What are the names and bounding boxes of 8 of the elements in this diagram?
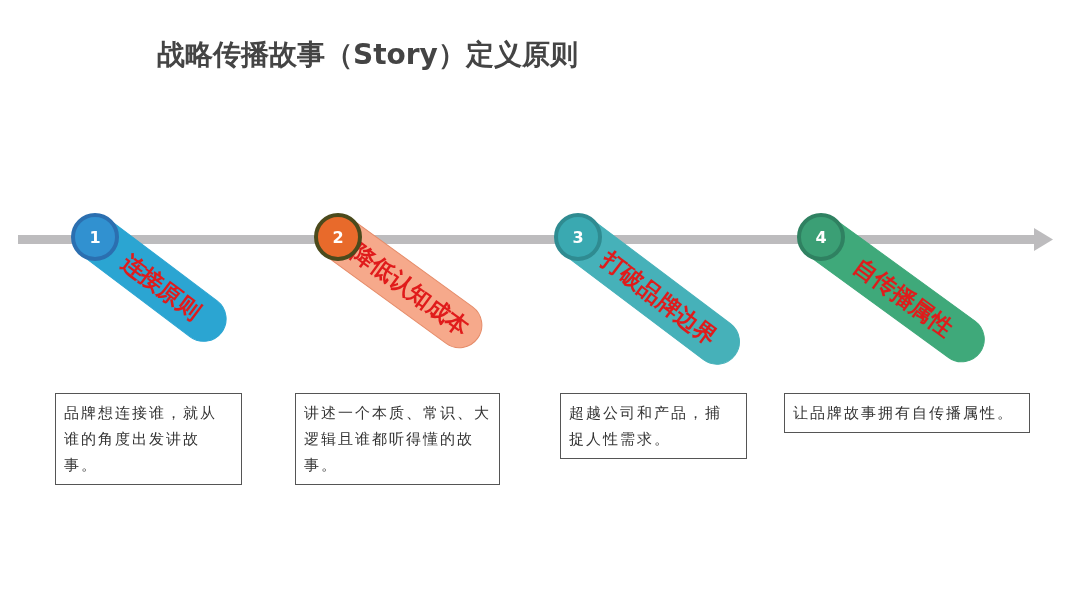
description-box: 超越公司和产品，捕捉人性需求。 <box>560 393 747 459</box>
description-box: 讲述一个本质、常识、大逻辑且谁都听得懂的故事。 <box>295 393 500 485</box>
number-badge: 1 <box>71 213 119 261</box>
title: 战略传播故事（Story）定义原则 <box>157 37 578 73</box>
number-badge: 4 <box>797 213 845 261</box>
description-box: 品牌想连接谁，就从谁的角度出发讲故事。 <box>55 393 242 485</box>
description-box: 让品牌故事拥有自传播属性。 <box>784 393 1030 433</box>
number-badge: 3 <box>554 213 602 261</box>
